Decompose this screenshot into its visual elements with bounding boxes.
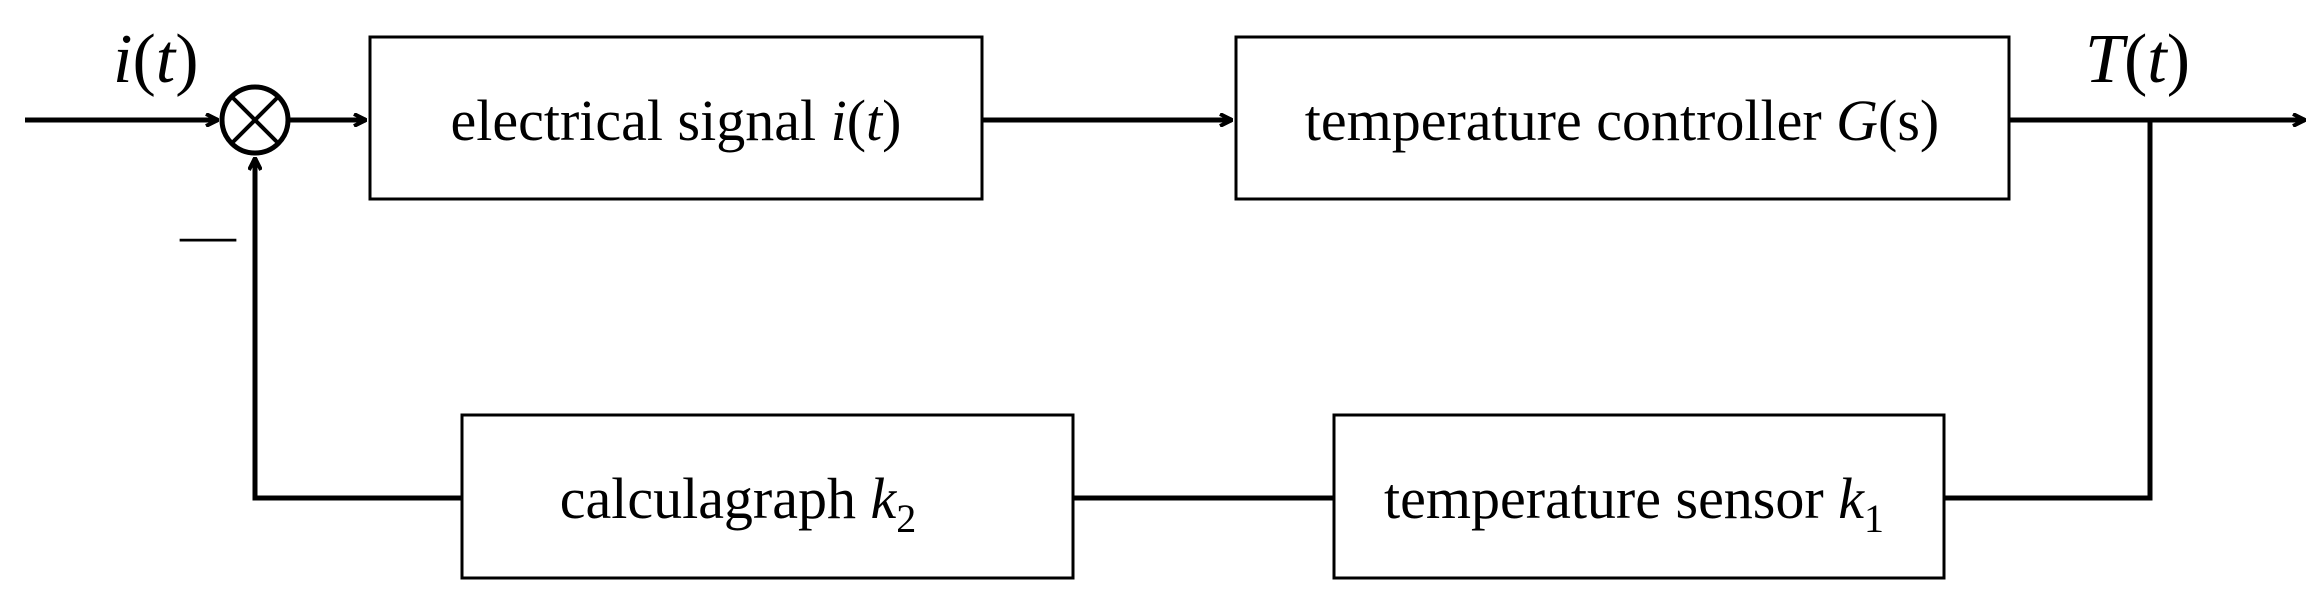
- temperature-sensor-label: temperature sensor k1: [1384, 466, 1884, 541]
- output-signal-label: T(t): [2085, 21, 2190, 98]
- temperature-controller-label: temperature controller G(s): [1305, 88, 1940, 153]
- calculagraph-label: calculagraph k2: [560, 466, 917, 541]
- summing-junction: [219, 84, 291, 156]
- feedback-tap-line: [1944, 120, 2153, 501]
- feedback-return-line: [255, 158, 462, 501]
- feedback-minus-sign: —: [179, 204, 237, 266]
- electrical-signal-label: electrical signal i(t): [451, 88, 902, 153]
- input-signal-label: i(t): [113, 21, 199, 98]
